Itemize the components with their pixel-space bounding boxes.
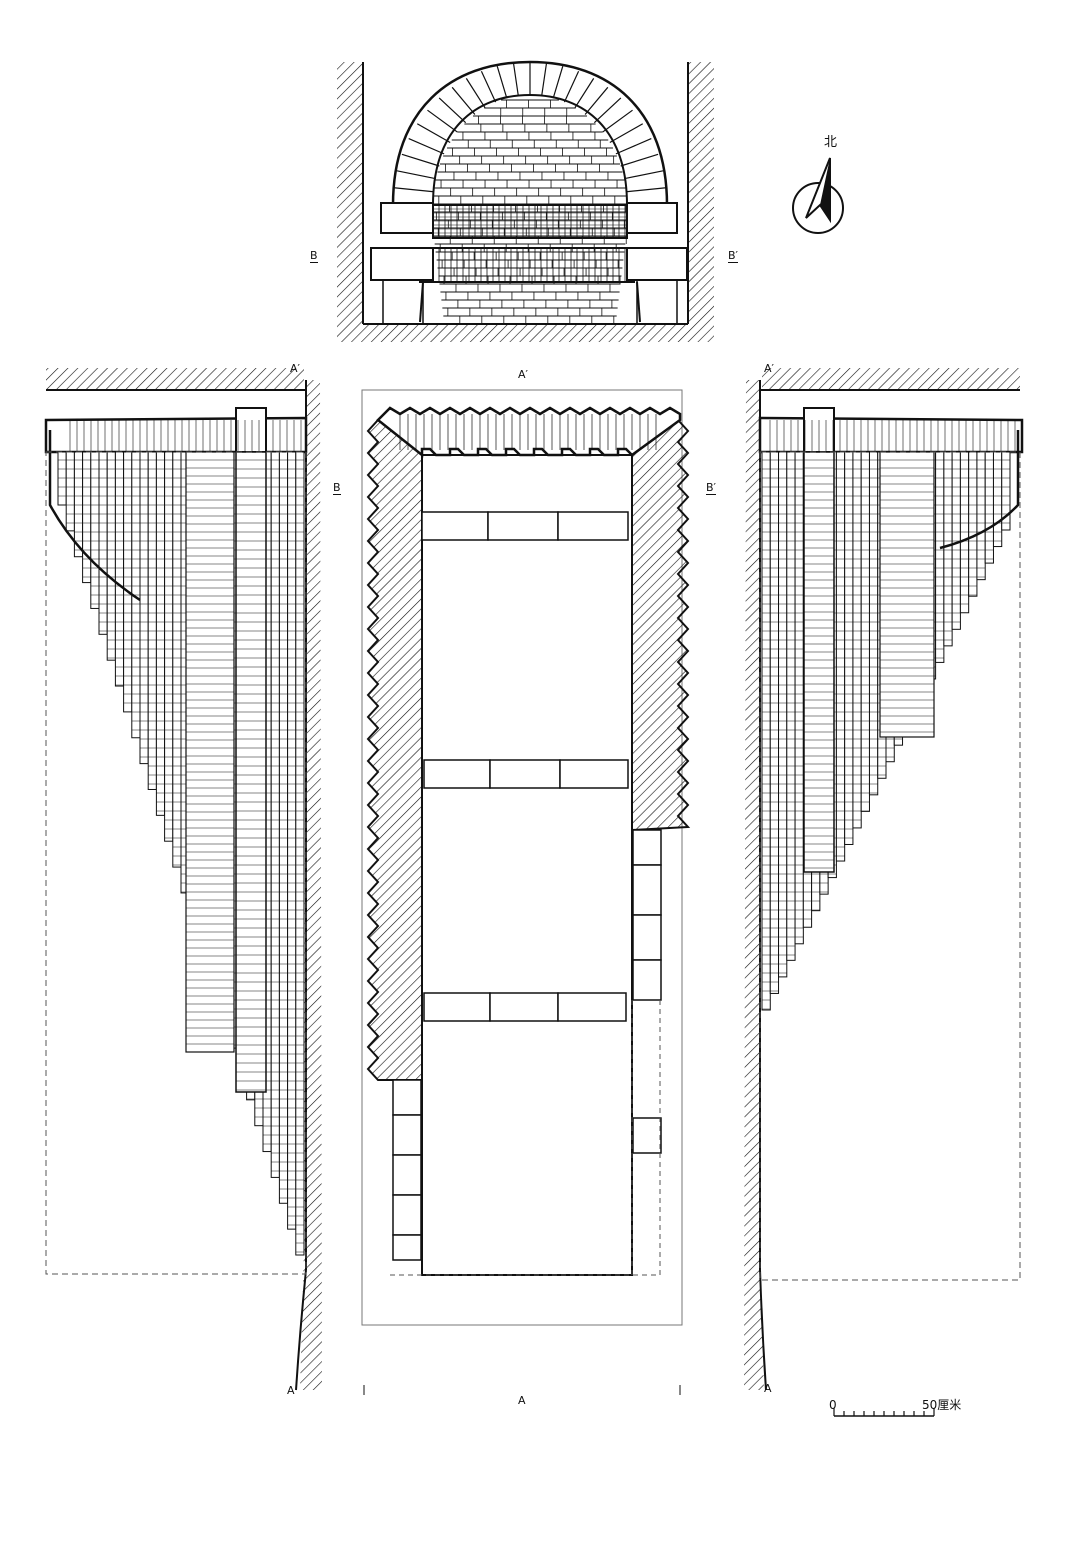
right-top-hatch [760, 368, 1020, 391]
left-section-view [44, 368, 322, 1391]
left-top-hatch [46, 368, 306, 391]
scale-bar [833, 1408, 935, 1417]
soil-hatch-left [337, 62, 364, 324]
left-courses [57, 420, 305, 1256]
section-label-a-prime-left: A′ [290, 362, 301, 375]
plan-view [361, 389, 691, 1395]
soil-hatch-right [687, 62, 714, 324]
right-curve [939, 430, 1020, 550]
section-label-b-left: B [310, 249, 318, 263]
section-label-a-prime-center: A′ [518, 368, 529, 381]
section-label-b-left-mid: B [333, 481, 341, 495]
section-label-b-right-mid: B′ [706, 481, 717, 495]
soil-hatch-bottom [337, 323, 714, 342]
flank-blocks [370, 202, 688, 325]
plan-chamber [421, 454, 633, 1276]
section-label-a-left: A [287, 1384, 295, 1397]
north-label: 北 [824, 135, 838, 150]
plan-bottom-bricks [392, 829, 662, 1261]
north-arrow-icon [792, 157, 844, 234]
scale-end-label: 50厘米 [922, 1398, 962, 1412]
right-cap-beam [758, 416, 1024, 454]
scale-zero-label: 0 [829, 1398, 837, 1412]
section-label-b-right: B′ [728, 249, 739, 263]
right-section-view [744, 368, 1024, 1391]
arch-courses [419, 99, 641, 324]
plan-right-wall [631, 419, 691, 832]
section-b-view [337, 60, 714, 342]
section-label-a-center: A [518, 1394, 526, 1407]
plan-floor-rows [421, 511, 629, 1022]
plan-left-wall [366, 419, 423, 1081]
right-courses [761, 420, 1016, 1011]
right-outline-dashed [759, 451, 1021, 1281]
left-outline-dashed [45, 451, 307, 1275]
section-label-a-prime-right: A′ [764, 362, 775, 375]
plan-pit-outline [361, 389, 683, 1326]
plan-top-wall [376, 406, 682, 458]
left-curve [48, 430, 141, 602]
section-label-a-right: A [764, 1382, 772, 1395]
